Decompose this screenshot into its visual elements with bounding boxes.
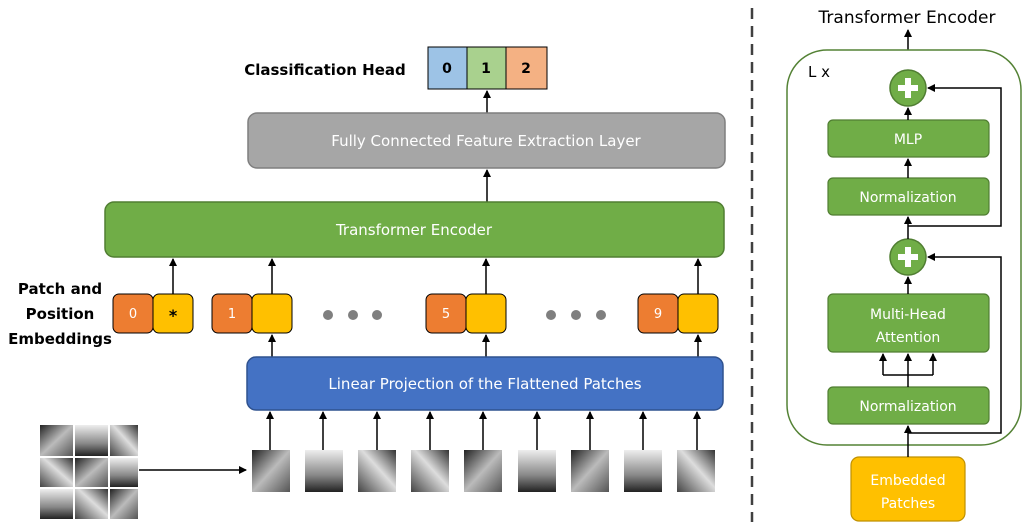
classification-head-label: Classification Head <box>244 61 406 79</box>
patch-image <box>624 450 662 492</box>
class-label-0: 0 <box>442 61 452 77</box>
transformer-encoder-label: Transformer Encoder <box>335 221 493 239</box>
embeddings-title-line3: Embeddings <box>8 330 112 348</box>
class-label-1: 1 <box>481 61 491 77</box>
mlp-label: MLP <box>894 132 922 148</box>
class-cell-1 <box>466 46 507 90</box>
normalization-top-label: Normalization <box>859 190 956 206</box>
linear-projection-box <box>246 356 724 411</box>
patch-image <box>518 450 556 492</box>
patch-image <box>358 450 396 492</box>
attention-label-line1: Multi-Head <box>870 307 946 323</box>
patch-embedding-5 <box>465 293 507 334</box>
attention-label-line2: Attention <box>876 330 941 346</box>
patch-image <box>677 450 715 492</box>
flattened-patches-row <box>252 450 715 492</box>
embedded-patches-line2: Patches <box>881 496 935 512</box>
linear-projection-label: Linear Projection of the Flattened Patch… <box>328 375 641 393</box>
token-to-encoder-arrows <box>169 258 702 294</box>
embeddings-title-line1: Patch and <box>18 280 102 298</box>
class-token-label: * <box>169 306 178 325</box>
class-cell-0 <box>427 46 468 90</box>
patch-image <box>464 450 502 492</box>
patch-image <box>305 450 343 492</box>
ellipsis-dots-left <box>323 310 382 320</box>
fc-layer-label: Fully Connected Feature Extraction Layer <box>331 132 641 150</box>
projection-to-token-arrows <box>268 334 702 357</box>
plus-circle-icon <box>889 238 927 276</box>
patch-image <box>411 450 449 492</box>
position-label-0: 0 <box>129 307 137 322</box>
embeddings-title-line2: Position <box>26 305 95 323</box>
embedded-patches-line1: Embedded <box>870 473 945 489</box>
encoder-detail-title: Transformer Encoder <box>818 8 996 28</box>
position-label-1: 1 <box>228 307 236 322</box>
xray-image-grid <box>40 425 138 519</box>
layer-repeat-label: L x <box>808 63 830 81</box>
class-label-2: 2 <box>521 61 531 77</box>
token-9: 9 <box>637 293 719 334</box>
encoder-flow-arrows <box>879 84 1002 457</box>
patch-embedding-9 <box>677 293 719 334</box>
patch-to-projection-arrows <box>266 411 701 450</box>
token-1: 1 <box>211 293 293 334</box>
transformer-encoder-box <box>104 201 725 258</box>
normalization-bottom-label: Normalization <box>859 399 956 415</box>
token-5: 5 <box>425 293 507 334</box>
token-0: 0 * <box>112 293 194 334</box>
patch-image <box>571 450 609 492</box>
class-cell-2 <box>505 46 548 90</box>
class-output-vector: 0 1 2 <box>427 46 548 90</box>
fc-layer-box <box>247 112 726 169</box>
patch-image <box>252 450 290 492</box>
ellipsis-dots-right <box>546 310 606 320</box>
position-label-9: 9 <box>654 307 662 322</box>
position-label-5: 5 <box>442 307 450 322</box>
patch-embedding-1 <box>251 293 293 334</box>
plus-circle-icon <box>889 69 927 107</box>
